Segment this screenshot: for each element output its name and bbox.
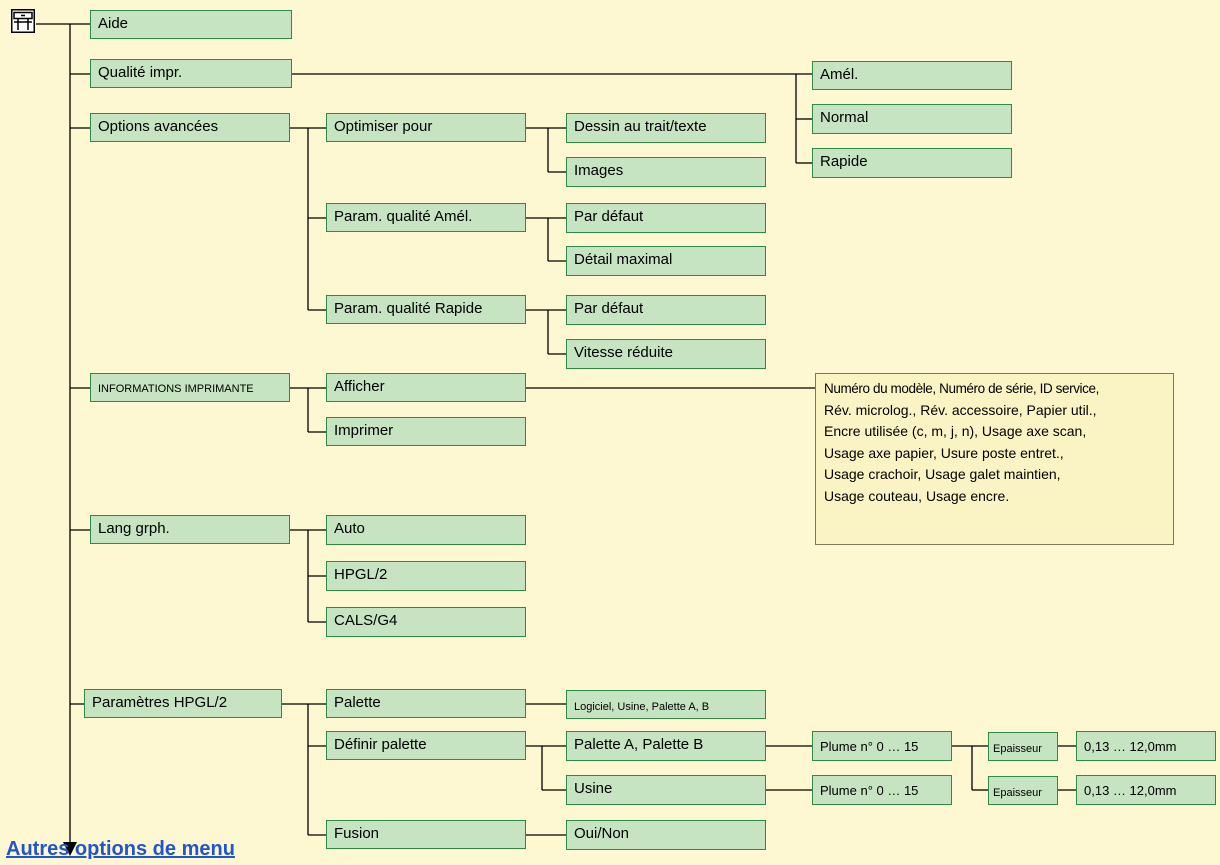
menu-item-informations-imprimante[interactable]: INFORMATIONS IMPRIMANTE [90,373,290,402]
menu-item-optimiser-pour[interactable]: Optimiser pour [326,113,526,142]
info-line: Usage crachoir, Usage galet maintien, [824,466,1061,482]
menu-item-palette-options[interactable]: Logiciel, Usine, Palette A, B [566,690,766,719]
menu-item-palette-a-b[interactable]: Palette A, Palette B [566,731,766,761]
menu-item-vitesse-reduite[interactable]: Vitesse réduite [566,339,766,369]
menu-item-range-2[interactable]: 0,13 … 12,0mm [1076,775,1216,805]
printer-icon [11,9,35,33]
menu-item-lang-grph[interactable]: Lang grph. [90,515,290,544]
menu-item-detail-maximal[interactable]: Détail maximal [566,246,766,276]
down-arrow-icon [63,842,77,856]
printer-info-box: Numéro du modèle, Numéro de série, ID se… [815,373,1174,545]
menu-item-cals-g4[interactable]: CALS/G4 [326,607,526,637]
menu-item-qualite-impr[interactable]: Qualité impr. [90,59,292,88]
menu-item-options-avancees[interactable]: Options avancées [90,113,290,142]
menu-item-par-defaut-rapide[interactable]: Par défaut [566,295,766,325]
more-menu-options-link[interactable]: Autres options de menu [6,838,235,860]
info-line: Usage couteau, Usage encre. [824,487,1010,504]
menu-item-range-1[interactable]: 0,13 … 12,0mm [1076,731,1216,761]
menu-item-dessin-au-trait[interactable]: Dessin au trait/texte [566,113,766,143]
info-line: Rév. microlog., Rév. accessoire, Papier … [824,401,1097,418]
menu-item-imprimer[interactable]: Imprimer [326,417,526,446]
info-line: Numéro du modèle, Numéro de série, ID se… [824,381,1099,396]
menu-item-aide[interactable]: Aide [90,10,292,39]
menu-item-oui-non[interactable]: Oui/Non [566,820,766,850]
menu-item-epaisseur-2[interactable]: Epaisseur [988,776,1058,805]
menu-item-amel[interactable]: Amél. [812,61,1012,90]
menu-item-definir-palette[interactable]: Définir palette [326,731,526,760]
menu-item-fusion[interactable]: Fusion [326,820,526,849]
menu-item-normal[interactable]: Normal [812,104,1012,134]
menu-item-auto[interactable]: Auto [326,515,526,545]
menu-item-rapide[interactable]: Rapide [812,148,1012,178]
menu-item-plume-usine[interactable]: Plume n° 0 … 15 [812,775,952,805]
menu-item-afficher[interactable]: Afficher [326,373,526,402]
menu-item-hpgl2[interactable]: HPGL/2 [326,561,526,591]
menu-item-param-qualite-amel[interactable]: Param. qualité Amél. [326,203,526,232]
menu-item-plume-ab[interactable]: Plume n° 0 … 15 [812,731,952,761]
menu-item-images[interactable]: Images [566,157,766,187]
info-line: Encre utilisée (c, m, j, n), Usage axe s… [824,423,1087,439]
menu-item-palette[interactable]: Palette [326,689,526,718]
menu-item-param-qualite-rapide[interactable]: Param. qualité Rapide [326,295,526,324]
menu-item-par-defaut-amel[interactable]: Par défaut [566,203,766,233]
info-line: Usage axe papier, Usure poste entret., [824,444,1064,461]
menu-item-usine[interactable]: Usine [566,775,766,805]
menu-item-epaisseur-1[interactable]: Epaisseur [988,732,1058,761]
menu-item-parametres-hpgl2[interactable]: Paramètres HPGL/2 [84,689,282,718]
